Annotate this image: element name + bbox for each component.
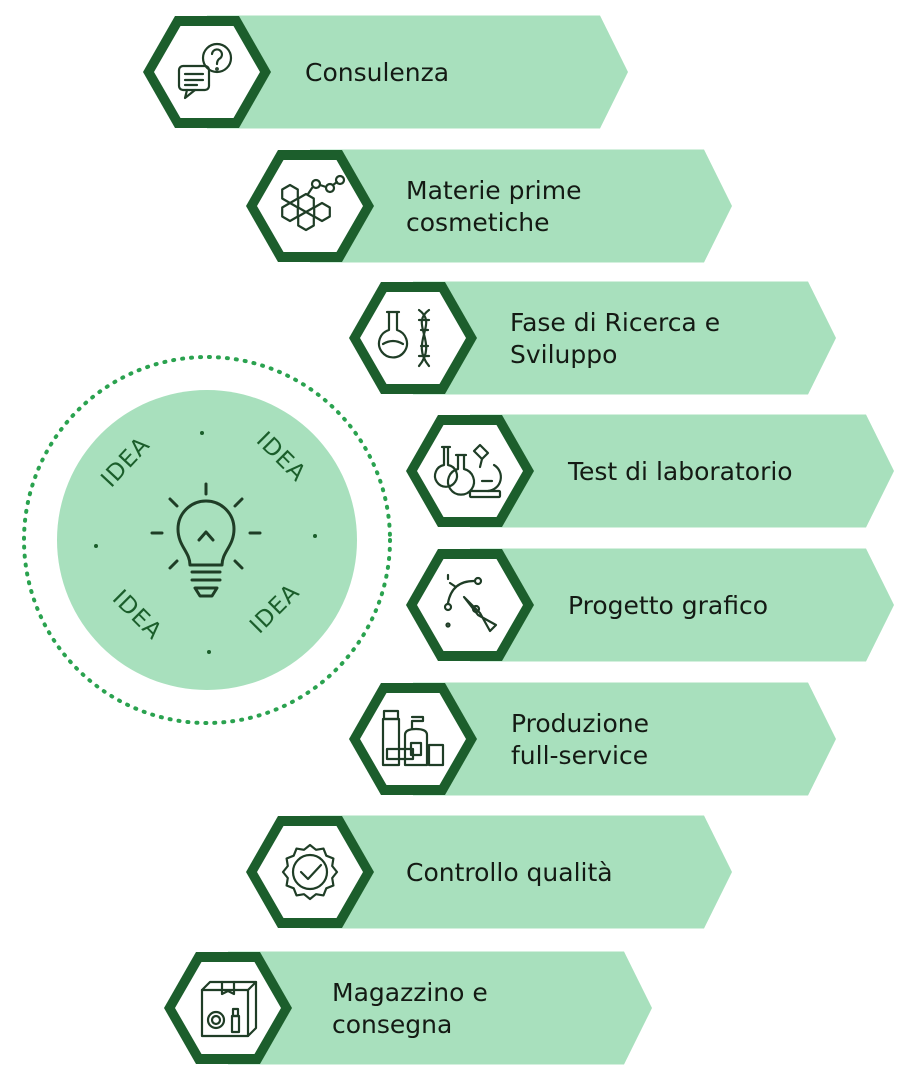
step-label: Magazzino e bbox=[332, 978, 488, 1007]
process-step: Consulenza bbox=[143, 15, 628, 129]
step-hexagon-inner bbox=[360, 693, 466, 785]
step-label: consegna bbox=[332, 1010, 452, 1039]
step-hexagon-inner bbox=[360, 292, 466, 384]
step-banner bbox=[470, 414, 894, 528]
idea-dotted-ring bbox=[22, 355, 392, 725]
step-label: Sviluppo bbox=[510, 340, 617, 369]
idea-circle bbox=[57, 390, 357, 690]
idea-badge: IDEA IDEA IDEA IDEA bbox=[22, 355, 392, 725]
step-banner bbox=[413, 682, 836, 796]
step-banner bbox=[310, 149, 732, 263]
process-step: Magazzino e consegna bbox=[164, 951, 652, 1065]
process-step: Progetto grafico bbox=[406, 548, 894, 662]
process-step: Test di laboratorio bbox=[406, 414, 894, 528]
cosmetic-products-icon bbox=[381, 709, 445, 767]
step-label: Materie prime bbox=[406, 176, 581, 205]
step-hexagon-inner bbox=[257, 826, 363, 918]
step-label: Progetto grafico bbox=[568, 591, 768, 620]
step-banner bbox=[470, 548, 894, 662]
flask-dna-icon bbox=[377, 308, 431, 368]
separator-dot bbox=[313, 534, 317, 538]
pen-tool-icon bbox=[443, 573, 498, 633]
step-label: Fase di Ricerca e bbox=[510, 308, 720, 337]
molecule-icon bbox=[281, 174, 346, 232]
process-step: Materie prime cosmetiche bbox=[246, 149, 732, 263]
lightbulb-icon bbox=[150, 482, 262, 598]
step-hexagon-inner bbox=[154, 26, 260, 118]
process-step: Controllo qualità bbox=[246, 815, 732, 929]
lab-flasks-microscope-icon bbox=[433, 443, 502, 499]
step-banner bbox=[310, 815, 732, 929]
process-step: Produzione full-service bbox=[349, 682, 836, 796]
step-label: Consulenza bbox=[305, 58, 449, 87]
separator-dot bbox=[94, 544, 98, 548]
step-label: Controllo qualità bbox=[406, 858, 613, 887]
separator-dot bbox=[207, 650, 211, 654]
package-box-icon bbox=[200, 980, 258, 1038]
step-label: cosmetiche bbox=[406, 208, 550, 237]
step-label: full-service bbox=[511, 741, 648, 770]
chat-question-icon bbox=[177, 42, 233, 100]
separator-dot bbox=[200, 431, 204, 435]
step-label: Produzione bbox=[511, 709, 649, 738]
step-banner bbox=[228, 951, 652, 1065]
quality-check-icon bbox=[281, 843, 339, 901]
step-banner bbox=[207, 15, 628, 129]
step-banner bbox=[413, 281, 836, 395]
process-step: Fase di Ricerca e Sviluppo bbox=[349, 281, 836, 395]
step-label: Test di laboratorio bbox=[567, 457, 793, 486]
